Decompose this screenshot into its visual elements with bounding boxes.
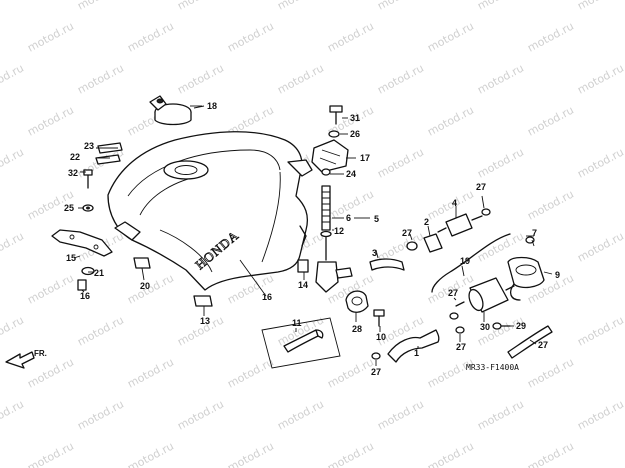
callout-19: 15 — [66, 253, 76, 263]
fuel-hose-7 — [369, 258, 405, 271]
callout-5: 5 — [374, 214, 379, 224]
callout-6: 6 — [346, 213, 351, 223]
callout-29: 27 — [538, 340, 548, 350]
sensor-group — [311, 105, 349, 176]
fuel-pump — [507, 256, 545, 301]
callout-20: 14 — [298, 280, 308, 290]
callout-21: 16 — [80, 291, 90, 301]
callout-7: 3 — [372, 248, 377, 258]
callout-27b: 27 — [476, 182, 486, 192]
callout-4: 4 — [452, 198, 457, 208]
callout-13: 28 — [352, 324, 362, 334]
callout-31: 31 — [350, 113, 360, 123]
grommet-and-collar — [77, 266, 95, 291]
leader-14 — [239, 259, 267, 297]
direction-label: FR. — [34, 349, 47, 358]
fuel-valve — [315, 185, 353, 293]
clip-8 — [525, 235, 535, 244]
bolt-and-washer — [82, 169, 94, 212]
callout-27d: 27 — [456, 342, 466, 352]
filter-group — [406, 208, 491, 253]
decals — [95, 142, 123, 165]
breather-tube-29 — [507, 325, 553, 359]
callout-12: 12 — [334, 226, 344, 236]
callout-27c: 27 — [448, 288, 458, 298]
callout-1: 30 — [480, 322, 490, 332]
fuel-line-9 — [431, 233, 511, 293]
callout-8: 7 — [532, 228, 537, 238]
callout-26: 26 — [350, 129, 360, 139]
callout-30: 29 — [516, 321, 526, 331]
callout-2: 2 — [424, 217, 429, 227]
rubber-mounts — [133, 257, 213, 307]
damper — [297, 259, 309, 273]
front-direction-arrow: FR. — [5, 349, 47, 369]
callout-leaders — [73, 105, 553, 366]
fuel-tank: HONDA — [107, 131, 313, 291]
clamp-30 — [492, 322, 511, 330]
fuel-filter-1 — [455, 277, 515, 313]
drain-tube — [261, 317, 341, 369]
fuel-hose-11 — [387, 329, 440, 363]
callout-17: 17 — [360, 153, 370, 163]
diagram-code: MR33-F1400A — [466, 363, 519, 372]
callout-10: 11 — [292, 318, 302, 328]
callout-25: 25 — [64, 203, 74, 213]
callout-28: 10 — [376, 332, 386, 342]
callout-15: 21 — [94, 268, 104, 278]
callout-11: 1 — [414, 348, 419, 358]
callout-27e: 27 — [371, 367, 381, 377]
callout-14: 16 — [262, 292, 272, 302]
level-unit — [345, 290, 385, 327]
callout-27: 27 — [402, 228, 412, 238]
callout-32: 32 — [68, 168, 78, 178]
callout-3: 9 — [555, 270, 560, 280]
callout-numbers: 18 31 26 17 24 23 22 32 25 6 12 5 27 2 4… — [64, 101, 560, 377]
callout-22: 22 — [70, 152, 80, 162]
callout-18: 18 — [207, 101, 217, 111]
heat-guard — [51, 229, 113, 257]
callout-16b: 13 — [200, 316, 210, 326]
callout-24: 24 — [346, 169, 356, 179]
callout-9: 19 — [460, 256, 470, 266]
callout-16: 20 — [140, 281, 150, 291]
callout-23: 23 — [84, 141, 94, 151]
fuel-cap — [149, 95, 202, 126]
hose-clips — [371, 312, 465, 360]
